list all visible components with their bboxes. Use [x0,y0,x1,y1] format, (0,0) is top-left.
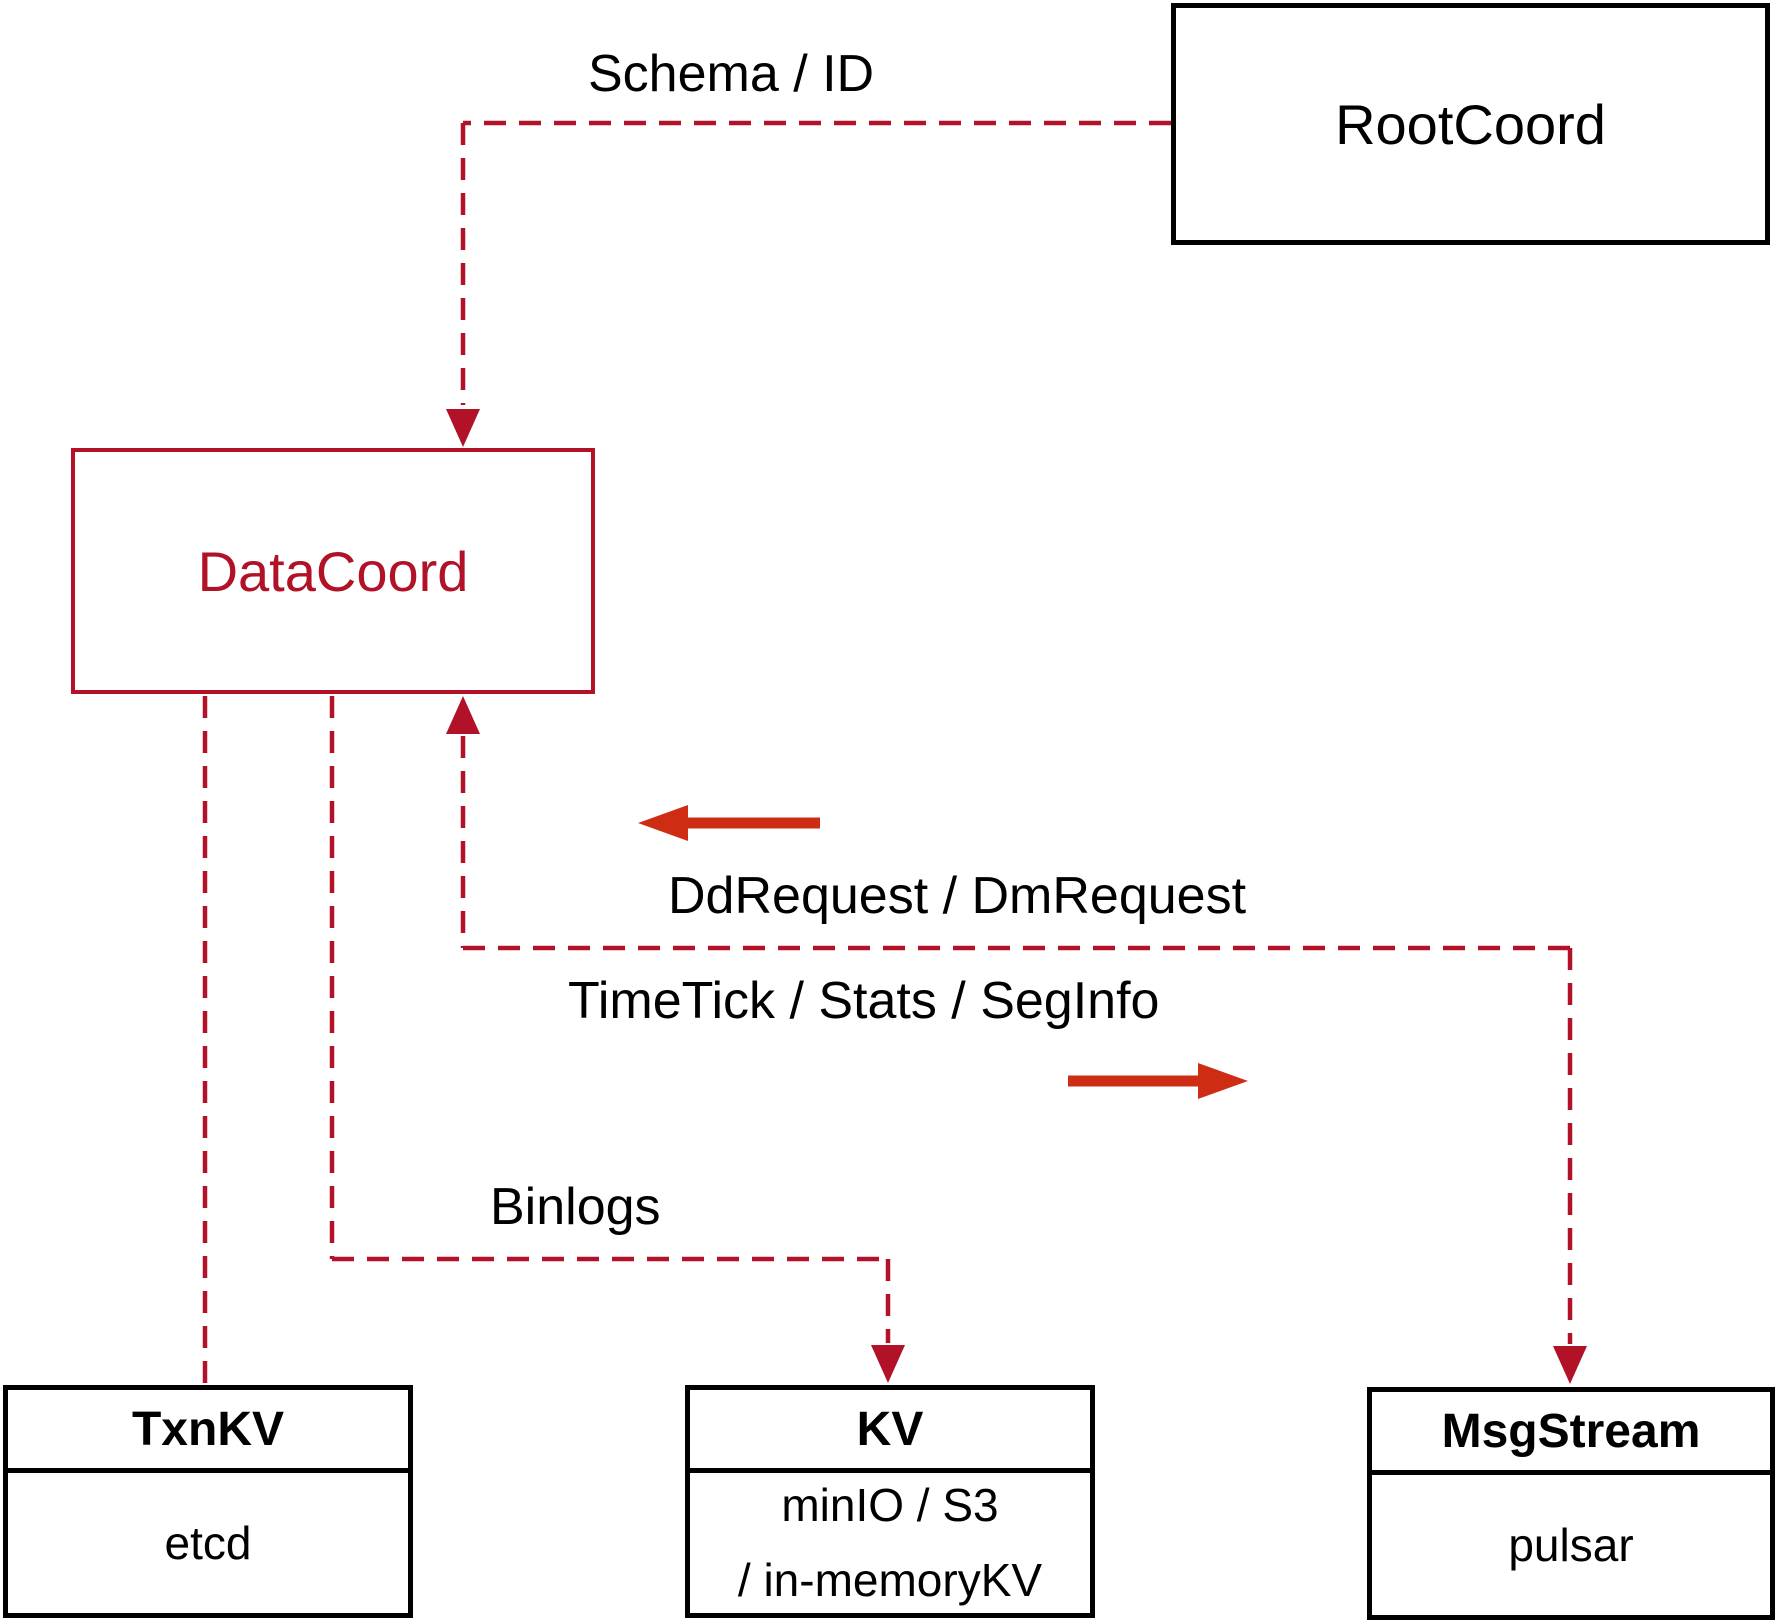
kv-title: KV [856,1402,924,1456]
txnkv-title: TxnKV [131,1402,284,1456]
kv-body: minIO / S3 / in-memoryKV [690,1468,1090,1613]
arrowhead-into-msgstream-icon [1553,1346,1587,1384]
binlogs-label: Binlogs [490,1178,661,1236]
rootcoord-node: RootCoord [1171,3,1770,245]
arrowhead-into-datacoord-bottom-icon [446,696,480,734]
kv-body-line1: minIO / S3 [781,1479,999,1531]
datacoord-node: DataCoord [71,448,595,694]
request-timetick-edge [446,696,1587,1384]
timetick-label: TimeTick / Stats / SegInfo [568,972,1160,1030]
schema-id-label: Schema / ID [588,45,875,103]
msgstream-body-text: pulsar [1508,1518,1634,1571]
schema-id-edge [446,120,1171,447]
left-direction-arrow-icon [638,805,820,841]
rootcoord-label: RootCoord [1335,92,1606,156]
datacoord-label: DataCoord [197,539,469,603]
left-arrow-head [638,805,688,841]
txnkv-node: TxnKV etcd [3,1385,413,1618]
txnkv-body-text: etcd [164,1516,252,1569]
right-direction-arrow-icon [1068,1063,1248,1099]
ddrequest-label: DdRequest / DmRequest [668,867,1247,925]
right-arrow-head [1198,1063,1248,1099]
kv-body-line2: / in-memoryKV [737,1554,1043,1606]
txnkv-body: etcd [8,1468,408,1613]
kv-node: KV minIO / S3 / in-memoryKV [685,1385,1095,1618]
binlogs-edge [329,696,905,1383]
msgstream-body: pulsar [1372,1470,1770,1615]
msgstream-node: MsgStream pulsar [1367,1387,1775,1620]
arrowhead-into-kv-icon [871,1345,905,1383]
msgstream-title: MsgStream [1441,1404,1701,1458]
arrowhead-into-datacoord-top-icon [446,409,480,447]
